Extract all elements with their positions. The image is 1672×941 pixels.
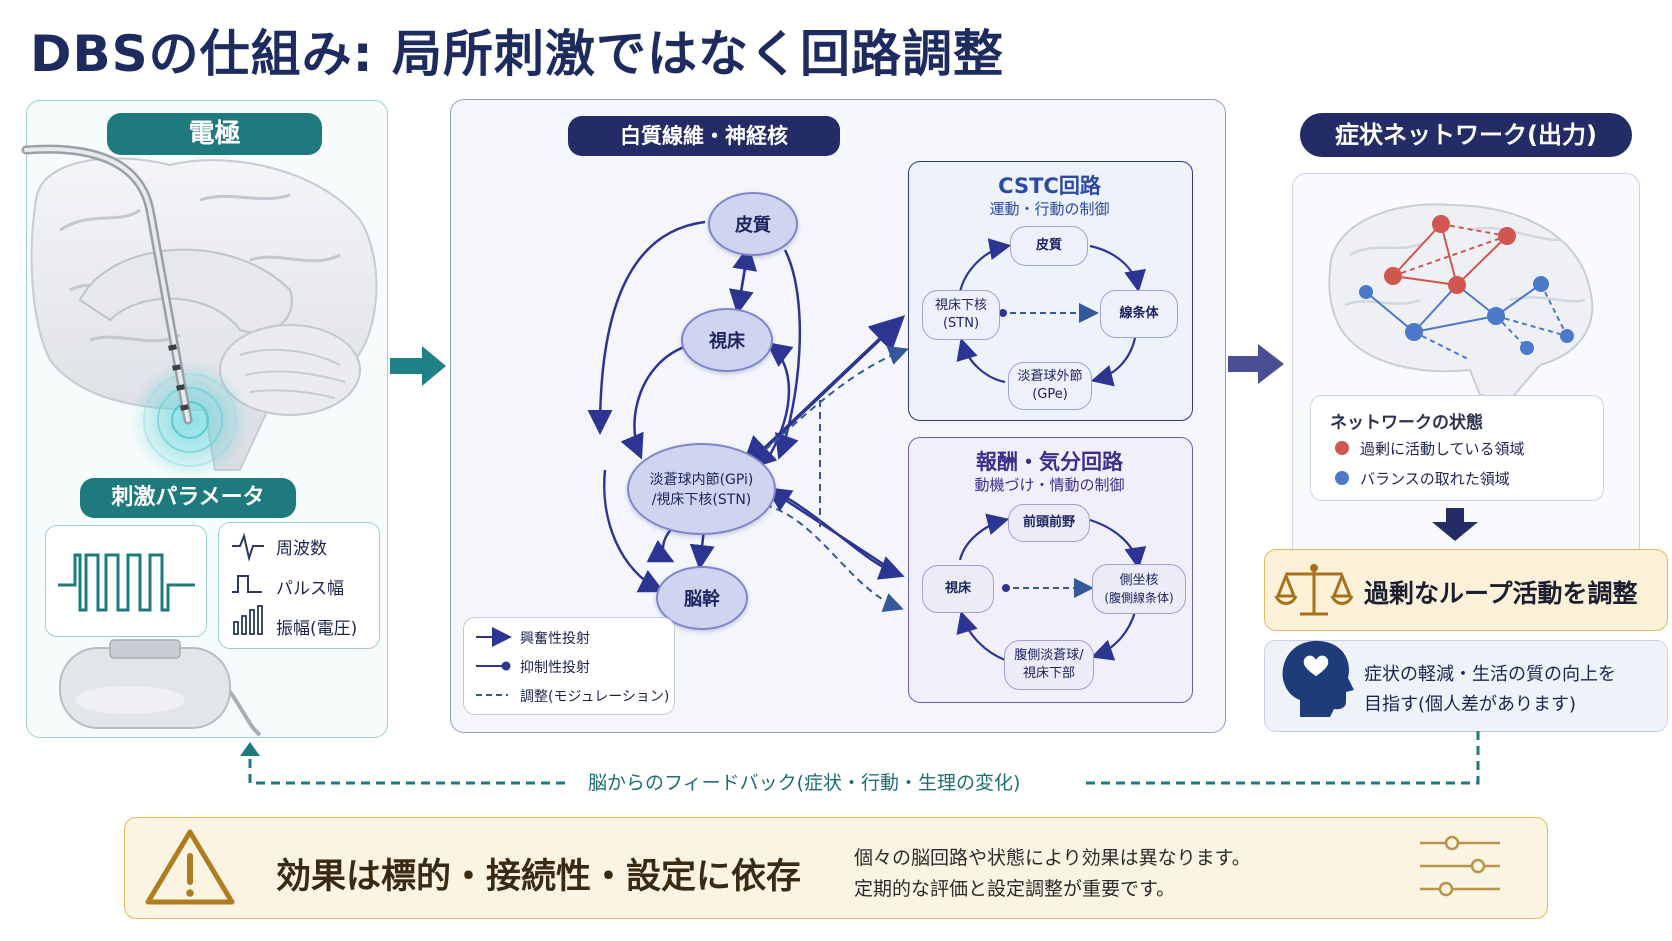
warning-bar — [124, 817, 1548, 919]
reward-node-thalamus: 視床 — [922, 565, 994, 613]
node-cortex: 皮質 — [708, 192, 798, 256]
reward-subtitle: 動機づけ・情動の制御 — [974, 476, 1125, 494]
network-state-box — [1310, 395, 1604, 501]
reward-node-vp: 腹側淡蒼球/ 視床下部 — [1004, 640, 1094, 690]
outcome-line2: 目指す(個人差があります) — [1364, 694, 1577, 715]
outcome-line1: 症状の軽減・生活の質の向上を — [1364, 664, 1616, 685]
reward-vp-line2: 視床下部 — [1022, 666, 1075, 681]
adjust-label: 過剰なループ活動を調整 — [1364, 579, 1638, 608]
warning-line1: 個々の脳回路や状態により効果は異なります。 — [854, 847, 1251, 869]
params-header: 刺激パラメータ — [80, 478, 296, 518]
cstc-stn-line2: (STN) — [942, 316, 980, 331]
network-state-title: ネットワークの状態 — [1330, 413, 1483, 433]
node-gpi-line2: /視床下核(STN) — [651, 492, 752, 508]
page-title: DBSの仕組み: 局所刺激ではなく回路調整 — [30, 25, 1005, 83]
circuit-header: 白質線維・神経核 — [568, 116, 840, 156]
cstc-title: CSTC回路 — [998, 174, 1101, 198]
param-frequency: 周波数 — [276, 539, 327, 559]
reward-node-pfc: 前頭前野 — [1008, 504, 1090, 542]
reward-node-nacc: 側坐核 (腹側線条体) — [1092, 564, 1186, 614]
legend-excitatory: 興奮性投射 — [520, 631, 590, 647]
node-brainstem: 脳幹 — [656, 566, 748, 630]
param-pulse-width: パルス幅 — [276, 579, 344, 599]
reward-vp-line1: 腹側淡蒼球/ — [1014, 648, 1084, 664]
legend-over-active: 過剰に活動している領域 — [1360, 440, 1525, 458]
cstc-node-cortex: 皮質 — [1010, 226, 1088, 266]
legend-inhibitory: 抑制性投射 — [520, 660, 590, 676]
warning-line2: 定期的な評価と設定調整が重要です。 — [854, 878, 1176, 900]
warning-main: 効果は標的・接続性・設定に依存 — [276, 857, 802, 897]
reward-title: 報酬・気分回路 — [976, 450, 1123, 474]
network-header: 症状ネットワーク(出力) — [1300, 113, 1632, 157]
cstc-stn-line1: 視床下核 — [934, 298, 987, 314]
reward-nacc-line1: 側坐核 — [1119, 573, 1159, 589]
param-amplitude: 振幅(電圧) — [276, 619, 358, 639]
node-gpi-stn: 淡蒼球内節(GPi) /視床下核(STN) — [627, 443, 776, 535]
adjust-box — [1264, 549, 1668, 631]
cstc-gpe-line2: (GPe) — [1032, 387, 1068, 402]
reward-nacc-line2: (腹側線条体) — [1104, 590, 1174, 605]
cstc-subtitle: 運動・行動の制御 — [989, 200, 1110, 218]
node-gpi-line1: 淡蒼球内節(GPi) — [649, 472, 754, 488]
feedback-label: 脳からのフィードバック(症状・行動・生理の変化) — [588, 772, 1021, 794]
node-thalamus: 視床 — [681, 308, 773, 372]
cstc-node-gpe: 淡蒼球外節 (GPe) — [1008, 362, 1092, 410]
legend-modulation: 調整(モジュレーション) — [520, 689, 670, 705]
legend-balanced: バランスの取れた領域 — [1360, 470, 1510, 488]
waveform-box — [45, 525, 207, 637]
cstc-node-stn: 視床下核 (STN) — [922, 290, 1000, 340]
cstc-gpe-line1: 淡蒼球外節 — [1017, 369, 1083, 385]
electrode-header: 電極 — [107, 113, 322, 155]
cstc-node-striatum: 線条体 — [1100, 290, 1178, 338]
